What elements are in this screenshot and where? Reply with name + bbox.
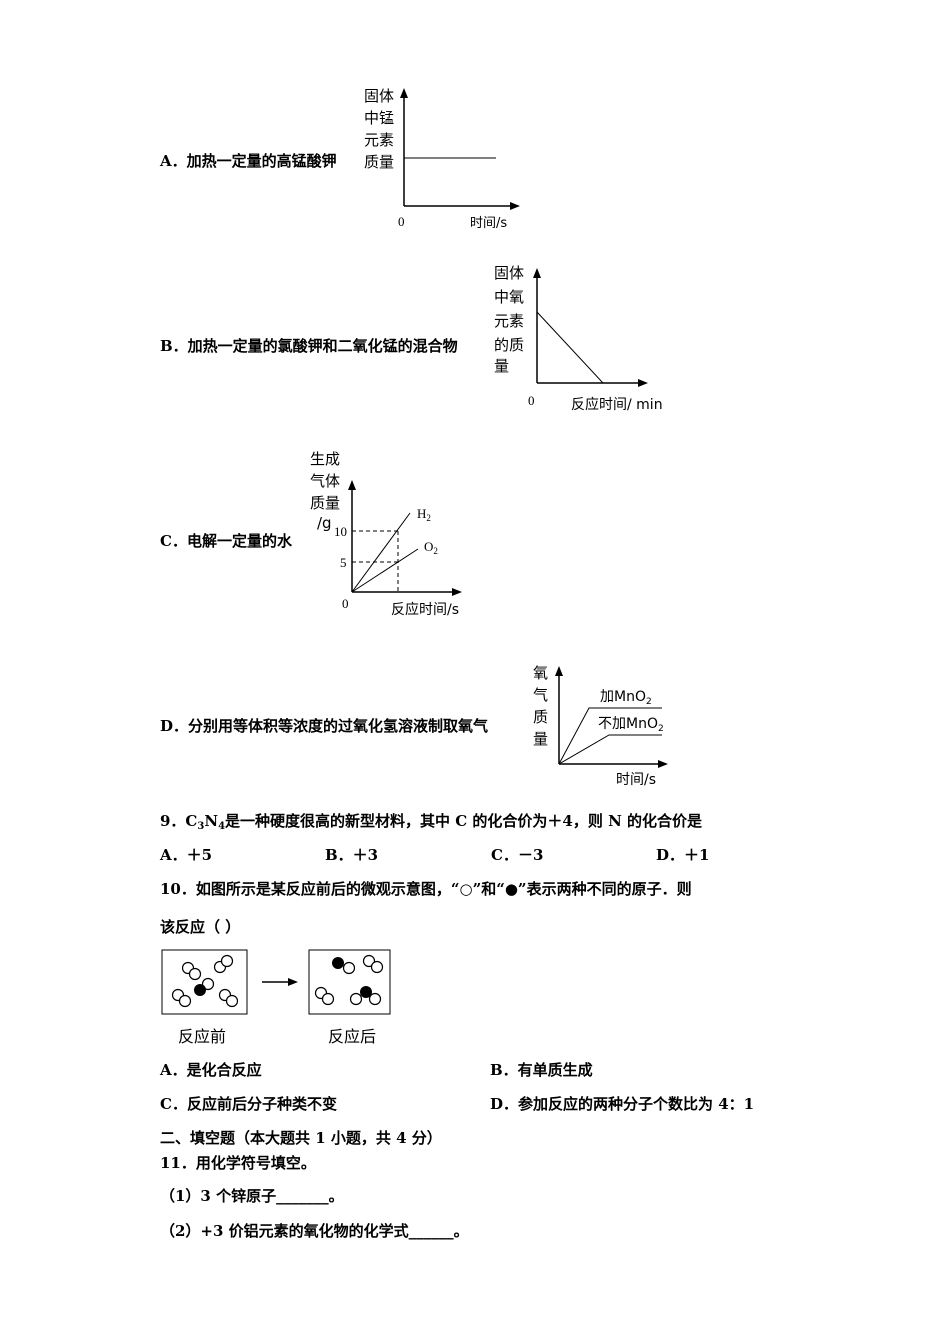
graph-d-ylabel-2: 气 [533, 686, 548, 704]
graph-b-xlabel: 反应时间/ min [571, 396, 663, 413]
after-molecule-2-atom-1 [362, 954, 376, 968]
before-molecule-3-black [194, 984, 206, 996]
graph-c-tick-5: 5 [340, 555, 347, 570]
before-molecule-2-atom-2 [220, 954, 234, 968]
before-molecule-3-white [201, 977, 215, 991]
graph-d-ylabel-4: 量 [533, 730, 548, 748]
graph-a-ylabel-3: 元素 [364, 131, 394, 149]
graph-a-y-arrow [400, 88, 408, 98]
graph-d-line-without-catalyst [558, 734, 662, 765]
graph-c-legend-o2: O2 [424, 539, 438, 556]
graph-c-tick-10: 10 [334, 524, 347, 539]
graph-c-ylabel-2: 气体 [310, 472, 340, 490]
graph-d-y-arrow [555, 666, 563, 676]
before-molecule-1-atom-2 [188, 967, 202, 981]
graph-d-xlabel: 时间/s [616, 772, 656, 788]
graph-a-origin: 0 [398, 214, 405, 229]
graph-c-ylabel-4: /g [317, 514, 332, 532]
q11-sub1: （1）3 个锌原子_______。 [160, 1187, 344, 1205]
before-label: 反应前 [178, 1027, 227, 1046]
after-molecule-4-white [349, 992, 363, 1006]
graph-b-ylabel-1: 固体 [494, 264, 524, 282]
after-box [308, 949, 391, 1015]
graph-d-ylabel-3: 质 [533, 708, 548, 726]
graph-c-legend-h2: H2 [417, 506, 431, 523]
before-molecule-4-atom-2 [178, 994, 192, 1008]
after-molecule-4-white-2 [368, 992, 382, 1006]
graph-c-x-arrow [452, 588, 462, 596]
graph-a-ylabel-2: 中锰 [364, 109, 394, 127]
after-molecule-1-black [332, 957, 344, 969]
graph-a-ylabel-1: 固体 [364, 87, 394, 105]
q10-option-d: D．参加反应的两种分子个数比为 4：1 [490, 1095, 755, 1113]
graph-b-ylabel-3: 元素 [494, 312, 524, 330]
option-c-text: C．电解一定量的水 [160, 532, 292, 550]
graph-b-ylabel-4: 的质 [494, 336, 524, 354]
q9-option-a: A．＋5 [160, 846, 213, 864]
option-a-text: A．加热一定量的高锰酸钾 [160, 152, 337, 170]
q10-stem-line1: 10．如图所示是某反应前后的微观示意图，“○”和“●”表示两种不同的原子．则 [160, 880, 692, 898]
graph-d-legend-1: 加MnO2 [600, 689, 652, 707]
before-molecules [171, 954, 239, 1008]
after-molecule-2-atom-2 [370, 960, 384, 974]
graph-c-ylabel-3: 质量 [310, 494, 340, 512]
graph-c-y-arrow [348, 480, 356, 490]
graph-d-x-arrow [658, 760, 668, 768]
graph-d-ylabel-1: 氧 [533, 664, 548, 682]
q9-option-c: C．－3 [491, 846, 544, 864]
after-molecule-1-white [342, 961, 356, 975]
graph-b-origin: 0 [528, 393, 535, 408]
q9-option-b: B．＋3 [325, 846, 379, 864]
after-molecule-3-atom-2 [321, 992, 335, 1006]
q10-option-c: C．反应前后分子种类不变 [160, 1095, 337, 1113]
section2-heading: 二、填空题（本大题共 1 小题，共 4 分） [160, 1129, 442, 1147]
graph-c-xlabel: 反应时间/s [391, 601, 459, 618]
q11-stem: 11．用化学符号填空。 [160, 1154, 316, 1172]
option-b-text: B．加热一定量的氯酸钾和二氧化锰的混合物 [160, 337, 458, 355]
graph-d-line-with-catalyst [558, 707, 662, 765]
q10-option-a: A．是化合反应 [160, 1061, 262, 1079]
q10-option-b: B．有单质生成 [490, 1061, 593, 1079]
q10-stem-line2: 该反应（ ） [160, 918, 241, 936]
after-label: 反应后 [328, 1027, 377, 1046]
graph-c-ylabel-1: 生成 [310, 450, 340, 468]
graph-b-y-arrow [533, 268, 541, 278]
graph-a-xlabel: 时间/s [470, 216, 507, 231]
before-molecule-5-atom-2 [225, 994, 239, 1008]
graph-a-x-arrow [510, 202, 520, 210]
graph-c-origin: 0 [342, 596, 349, 611]
q9-option-d: D．＋1 [656, 846, 710, 864]
graph-d-legend-2: 不加MnO2 [598, 716, 664, 734]
after-molecule-4-black [360, 986, 372, 998]
after-molecules [314, 954, 384, 1006]
option-d-text: D．分别用等体积等浓度的过氧化氢溶液制取氧气 [160, 717, 489, 735]
graph-c-line-o2 [351, 548, 419, 593]
graph-b-x-arrow [638, 379, 648, 387]
reaction-arrow-head [288, 978, 298, 986]
q9-stem: 9．C3N4是一种硬度很高的新型材料，其中 C 的化合价为＋4，则 N 的化合价… [160, 812, 703, 832]
graph-a-ylabel-4: 质量 [364, 153, 394, 171]
graph-b-ylabel-5: 量 [494, 357, 509, 375]
graph-c-line-h2 [351, 512, 411, 593]
graph-b-ylabel-2: 中氧 [494, 288, 524, 306]
graph-a-ylabel: 固体 中锰 元素 质量 [364, 87, 394, 171]
graph-b-line [536, 311, 604, 384]
q11-sub2: （2）+3 价铝元素的氧化物的化学式______。 [160, 1222, 469, 1240]
